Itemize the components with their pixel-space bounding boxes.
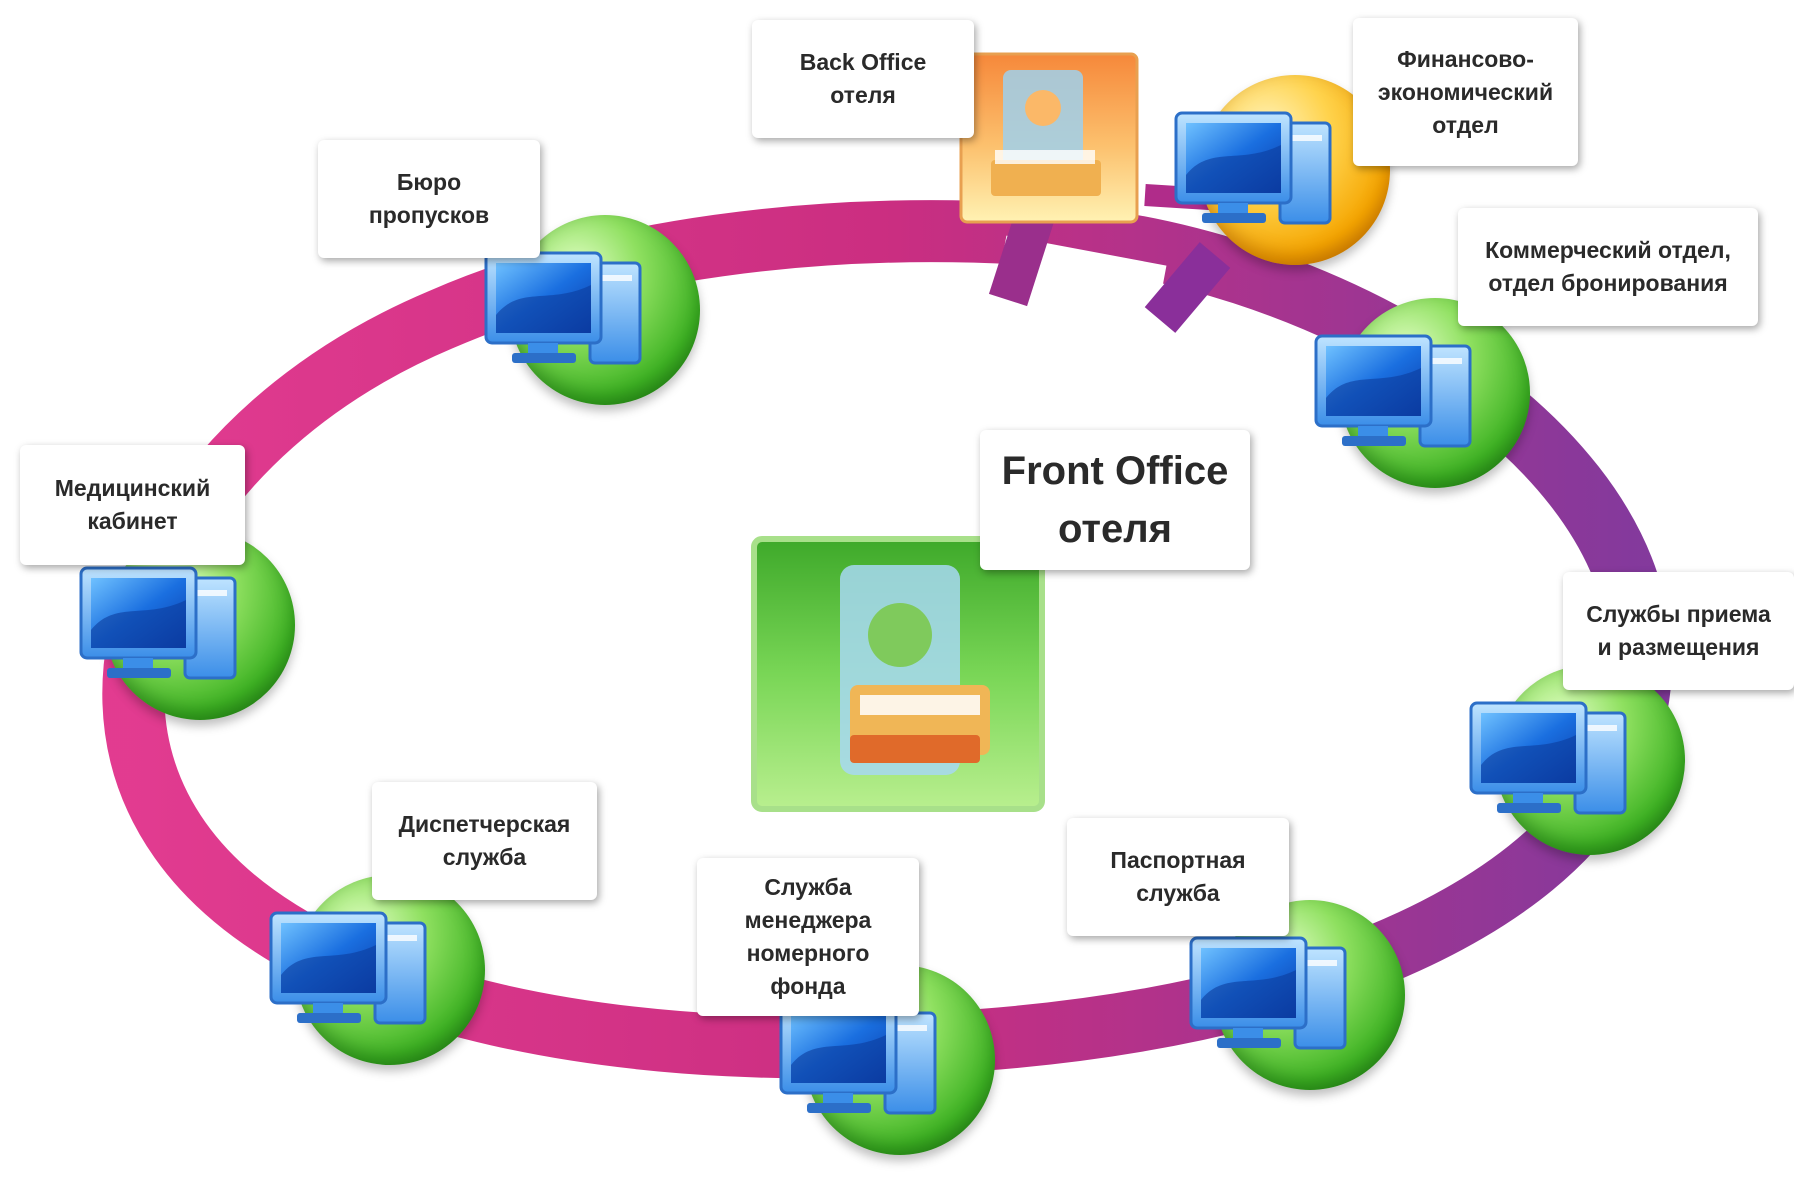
- computer-icon: [1469, 701, 1627, 815]
- label-dispatch: Диспетчерская служба: [372, 782, 597, 900]
- finance-line3: отдел: [1432, 111, 1499, 138]
- node-commercial[interactable]: [1314, 298, 1530, 488]
- front-office-tile: [750, 535, 1046, 813]
- computer-icon: [79, 566, 237, 680]
- computer-icon: [1314, 334, 1472, 448]
- label-pass-bureau: Бюро пропусков: [318, 140, 540, 258]
- back-office-label: Back Office отеля: [752, 20, 974, 138]
- label-finance: Финансово- экономический отдел: [1353, 18, 1578, 166]
- passport-line2: служба: [1136, 880, 1220, 906]
- back-office-line1: Back Office: [799, 49, 927, 75]
- finance-line1: Финансово-: [1397, 45, 1534, 72]
- reception-line1: Службы приема: [1586, 601, 1771, 627]
- back-office-tile: [955, 50, 1141, 226]
- commercial-line1: Коммерческий отдел,: [1485, 237, 1731, 263]
- label-commercial: Коммерческий отдел, отдел бронирования: [1458, 208, 1758, 326]
- ring-path: [102, 200, 1672, 1079]
- room-manager-line3: номерного: [746, 940, 870, 966]
- front-office-title-line1: Front Office: [1001, 449, 1229, 493]
- node-pass-bureau[interactable]: [484, 215, 700, 405]
- node-finance[interactable]: [1174, 75, 1390, 265]
- back-office-line2: отеля: [830, 82, 896, 108]
- label-reception: Службы приема и размещения: [1563, 572, 1794, 690]
- pass-bureau-line2: пропусков: [368, 202, 490, 228]
- computer-icon: [269, 911, 427, 1025]
- dispatch-line1: Диспетчерская: [398, 811, 571, 837]
- front-office-title-line2: отеля: [1057, 507, 1173, 551]
- room-manager-line2: менеджера: [744, 907, 872, 933]
- room-manager-line1: Служба: [764, 874, 852, 900]
- dispatch-line2: служба: [442, 844, 527, 870]
- computer-icon: [484, 251, 642, 365]
- label-medical: Медицинский кабинет: [20, 445, 245, 565]
- passport-line1: Паспортная: [1110, 847, 1246, 873]
- reception-line2: и размещения: [1597, 634, 1760, 660]
- finance-connector: [1144, 242, 1231, 333]
- pass-bureau-line1: Бюро: [396, 169, 462, 195]
- medical-line2: кабинет: [87, 508, 178, 534]
- finance-line2: экономический: [1377, 78, 1554, 105]
- commercial-line2: отдел бронирования: [1488, 270, 1728, 296]
- node-dispatch[interactable]: [269, 875, 485, 1065]
- computer-icon: [779, 1001, 937, 1115]
- node-reception[interactable]: [1469, 665, 1685, 855]
- medical-line1: Медицинский: [54, 475, 211, 501]
- hotel-room-icon: [751, 536, 1045, 812]
- computer-icon: [1174, 111, 1332, 225]
- hotel-room-icon: [959, 52, 1139, 224]
- label-room-manager: Служба менеджера номерного фонда: [697, 858, 919, 1016]
- label-passport: Паспортная служба: [1067, 818, 1289, 936]
- room-manager-line4: фонда: [770, 973, 846, 999]
- front-office-label: Front Office отеля: [980, 430, 1250, 570]
- computer-icon: [1189, 936, 1347, 1050]
